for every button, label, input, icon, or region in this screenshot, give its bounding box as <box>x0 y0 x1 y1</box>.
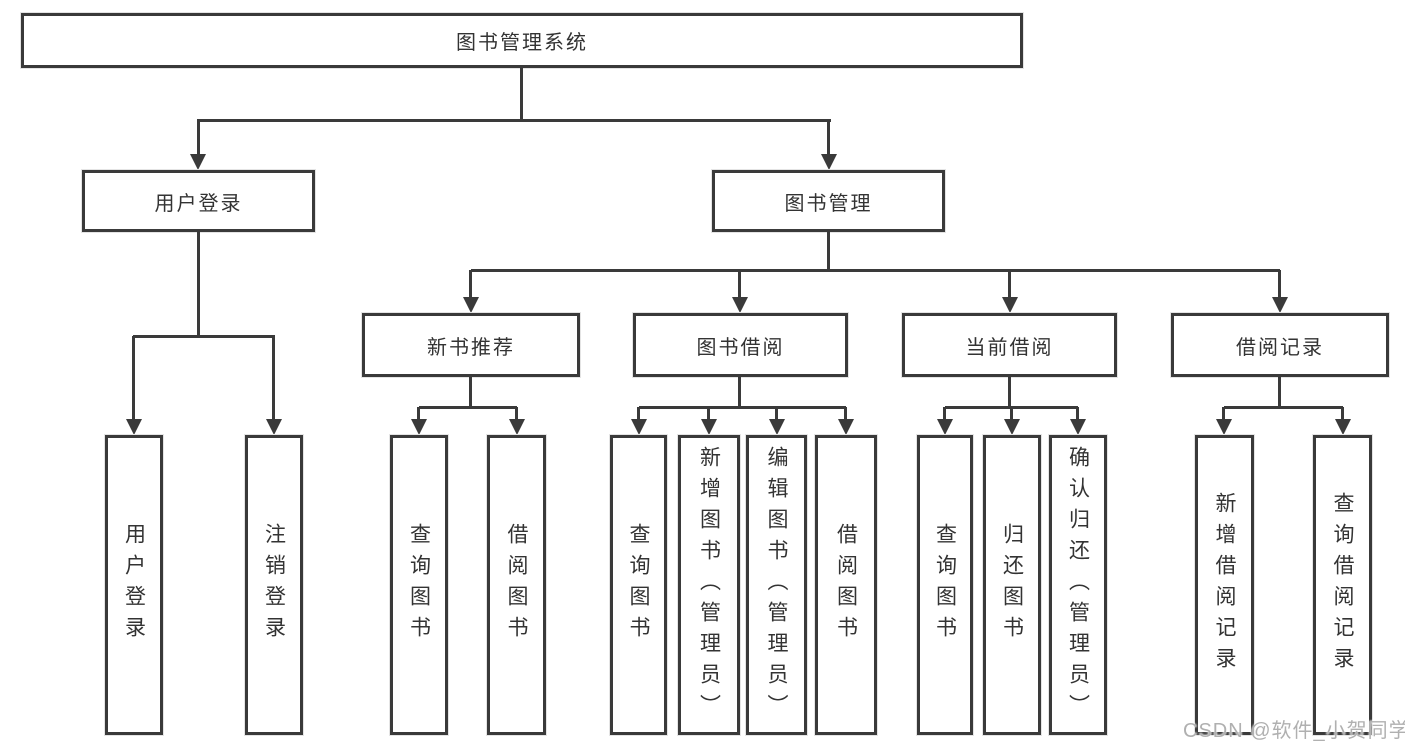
connector-recommend-hline <box>419 406 517 409</box>
leaf-return-books: 归还图书 <box>983 435 1041 735</box>
connector-drop-records-add <box>1222 407 1225 421</box>
leaf-query-books-borrowing: 查询图书 <box>610 435 667 735</box>
arrowhead-current-confirm <box>1070 419 1086 435</box>
arrowhead-current-query <box>937 419 953 435</box>
leaf-confirm-return-admin: 确认归还（管理员） <box>1049 435 1107 735</box>
connector-current-stem <box>1008 377 1011 408</box>
node-label: 借阅记录 <box>1236 336 1324 359</box>
arrowhead-leaf-user-login <box>126 419 142 435</box>
connector-drop-recommend-query <box>417 407 420 421</box>
arrowhead-borrowing-add <box>701 419 717 435</box>
leaf-add-borrow-record: 新增借阅记录 <box>1195 435 1254 735</box>
connector-records-hline <box>1224 406 1343 409</box>
connector-drop-book-borrowing <box>738 270 741 299</box>
connector-borrowing-stem <box>738 377 741 408</box>
leaf-label: 查询借阅记录 <box>1331 492 1354 678</box>
node-borrowing-records: 借阅记录 <box>1171 313 1389 377</box>
leaf-label: 用户登录 <box>122 523 146 647</box>
leaf-label: 编辑图书（管理员） <box>765 445 788 725</box>
connector-book-management-stem <box>827 232 830 272</box>
leaf-logout: 注销登录 <box>245 435 303 735</box>
connector-drop-borrowing-borrow <box>844 407 847 421</box>
leaf-borrow-books-recommend: 借阅图书 <box>487 435 546 735</box>
arrowhead-borrowing-records <box>1272 297 1288 313</box>
connector-drop-book-management <box>827 120 830 156</box>
leaf-label: 新增借阅记录 <box>1213 492 1236 678</box>
leaf-user-login: 用户登录 <box>105 435 163 735</box>
arrowhead-leaf-logout <box>266 419 282 435</box>
arrowhead-current-borrowing <box>1002 297 1018 313</box>
leaf-label: 注销登录 <box>262 523 286 647</box>
arrowhead-book-borrowing <box>732 297 748 313</box>
connector-drop-current-return <box>1010 407 1013 421</box>
connector-drop-current-borrowing <box>1008 270 1011 299</box>
connector-drop-borrowing-query <box>637 407 640 421</box>
leaf-query-borrow-record: 查询借阅记录 <box>1313 435 1372 735</box>
arrowhead-recommend-query <box>411 419 427 435</box>
connector-user-login-stem <box>197 232 200 337</box>
connector-borrowing-hline <box>639 406 846 409</box>
node-book-management-system: 图书管理系统 <box>21 13 1023 68</box>
connector-drop-borrowing-edit <box>775 407 778 421</box>
connector-drop-new-book-recommend <box>469 270 472 299</box>
connector-drop-leaf-user-login <box>132 336 135 420</box>
connector-drop-borrowing-records <box>1278 270 1281 299</box>
connector-recommend-stem <box>469 377 472 408</box>
leaf-label: 查询图书 <box>627 523 650 647</box>
node-new-book-recommend: 新书推荐 <box>362 313 580 377</box>
node-label: 图书管理系统 <box>456 32 588 54</box>
arrowhead-borrowing-query <box>631 419 647 435</box>
node-label: 当前借阅 <box>965 336 1054 359</box>
node-label: 新书推荐 <box>427 336 515 359</box>
leaf-query-books-recommend: 查询图书 <box>390 435 448 735</box>
arrowhead-borrowing-edit <box>769 419 785 435</box>
connector-user-login-hline <box>133 335 275 338</box>
leaf-label: 新增图书（管理员） <box>697 445 721 725</box>
csdn-watermark: CSDN @软件_小贺同学 <box>1183 720 1405 742</box>
arrowhead-records-query <box>1335 419 1351 435</box>
leaf-label: 查询图书 <box>407 523 431 647</box>
leaf-label: 归还图书 <box>1000 523 1024 647</box>
leaf-label: 确认归还（管理员） <box>1066 445 1090 725</box>
arrowhead-current-return <box>1004 419 1020 435</box>
leaf-label: 借阅图书 <box>834 523 858 647</box>
connector-drop-current-query <box>943 407 946 421</box>
connector-drop-current-confirm <box>1076 407 1079 421</box>
arrowhead-new-book-recommend <box>463 297 479 313</box>
leaf-edit-books-admin: 编辑图书（管理员） <box>746 435 807 735</box>
node-current-borrowing: 当前借阅 <box>902 313 1117 377</box>
node-label: 用户登录 <box>154 192 243 215</box>
connector-book-management-hline <box>471 269 1280 272</box>
arrowhead-user-login <box>190 154 206 170</box>
leaf-label: 借阅图书 <box>505 523 528 647</box>
arrowhead-records-add <box>1216 419 1232 435</box>
connector-drop-records-query <box>1341 407 1344 421</box>
connector-drop-user-login <box>197 120 200 156</box>
arrowhead-recommend-borrow <box>509 419 525 435</box>
connector-drop-borrowing-add <box>707 407 710 421</box>
connector-records-stem <box>1278 377 1281 408</box>
node-book-management: 图书管理 <box>712 170 945 232</box>
node-user-login: 用户登录 <box>82 170 315 232</box>
arrowhead-book-management <box>821 154 837 170</box>
leaf-borrow-books-borrowing: 借阅图书 <box>815 435 877 735</box>
connector-drop-leaf-logout <box>272 336 275 420</box>
connector-root-stem <box>520 68 523 121</box>
leaf-query-books-current: 查询图书 <box>917 435 973 735</box>
leaf-add-books-admin: 新增图书（管理员） <box>678 435 740 735</box>
node-book-borrowing: 图书借阅 <box>633 313 848 377</box>
connector-drop-recommend-borrow <box>515 407 518 421</box>
arrowhead-borrowing-borrow <box>838 419 854 435</box>
node-label: 图书管理 <box>784 192 873 215</box>
node-label: 图书借阅 <box>696 336 785 359</box>
connector-root-hline <box>197 119 831 122</box>
leaf-label: 查询图书 <box>933 523 957 647</box>
